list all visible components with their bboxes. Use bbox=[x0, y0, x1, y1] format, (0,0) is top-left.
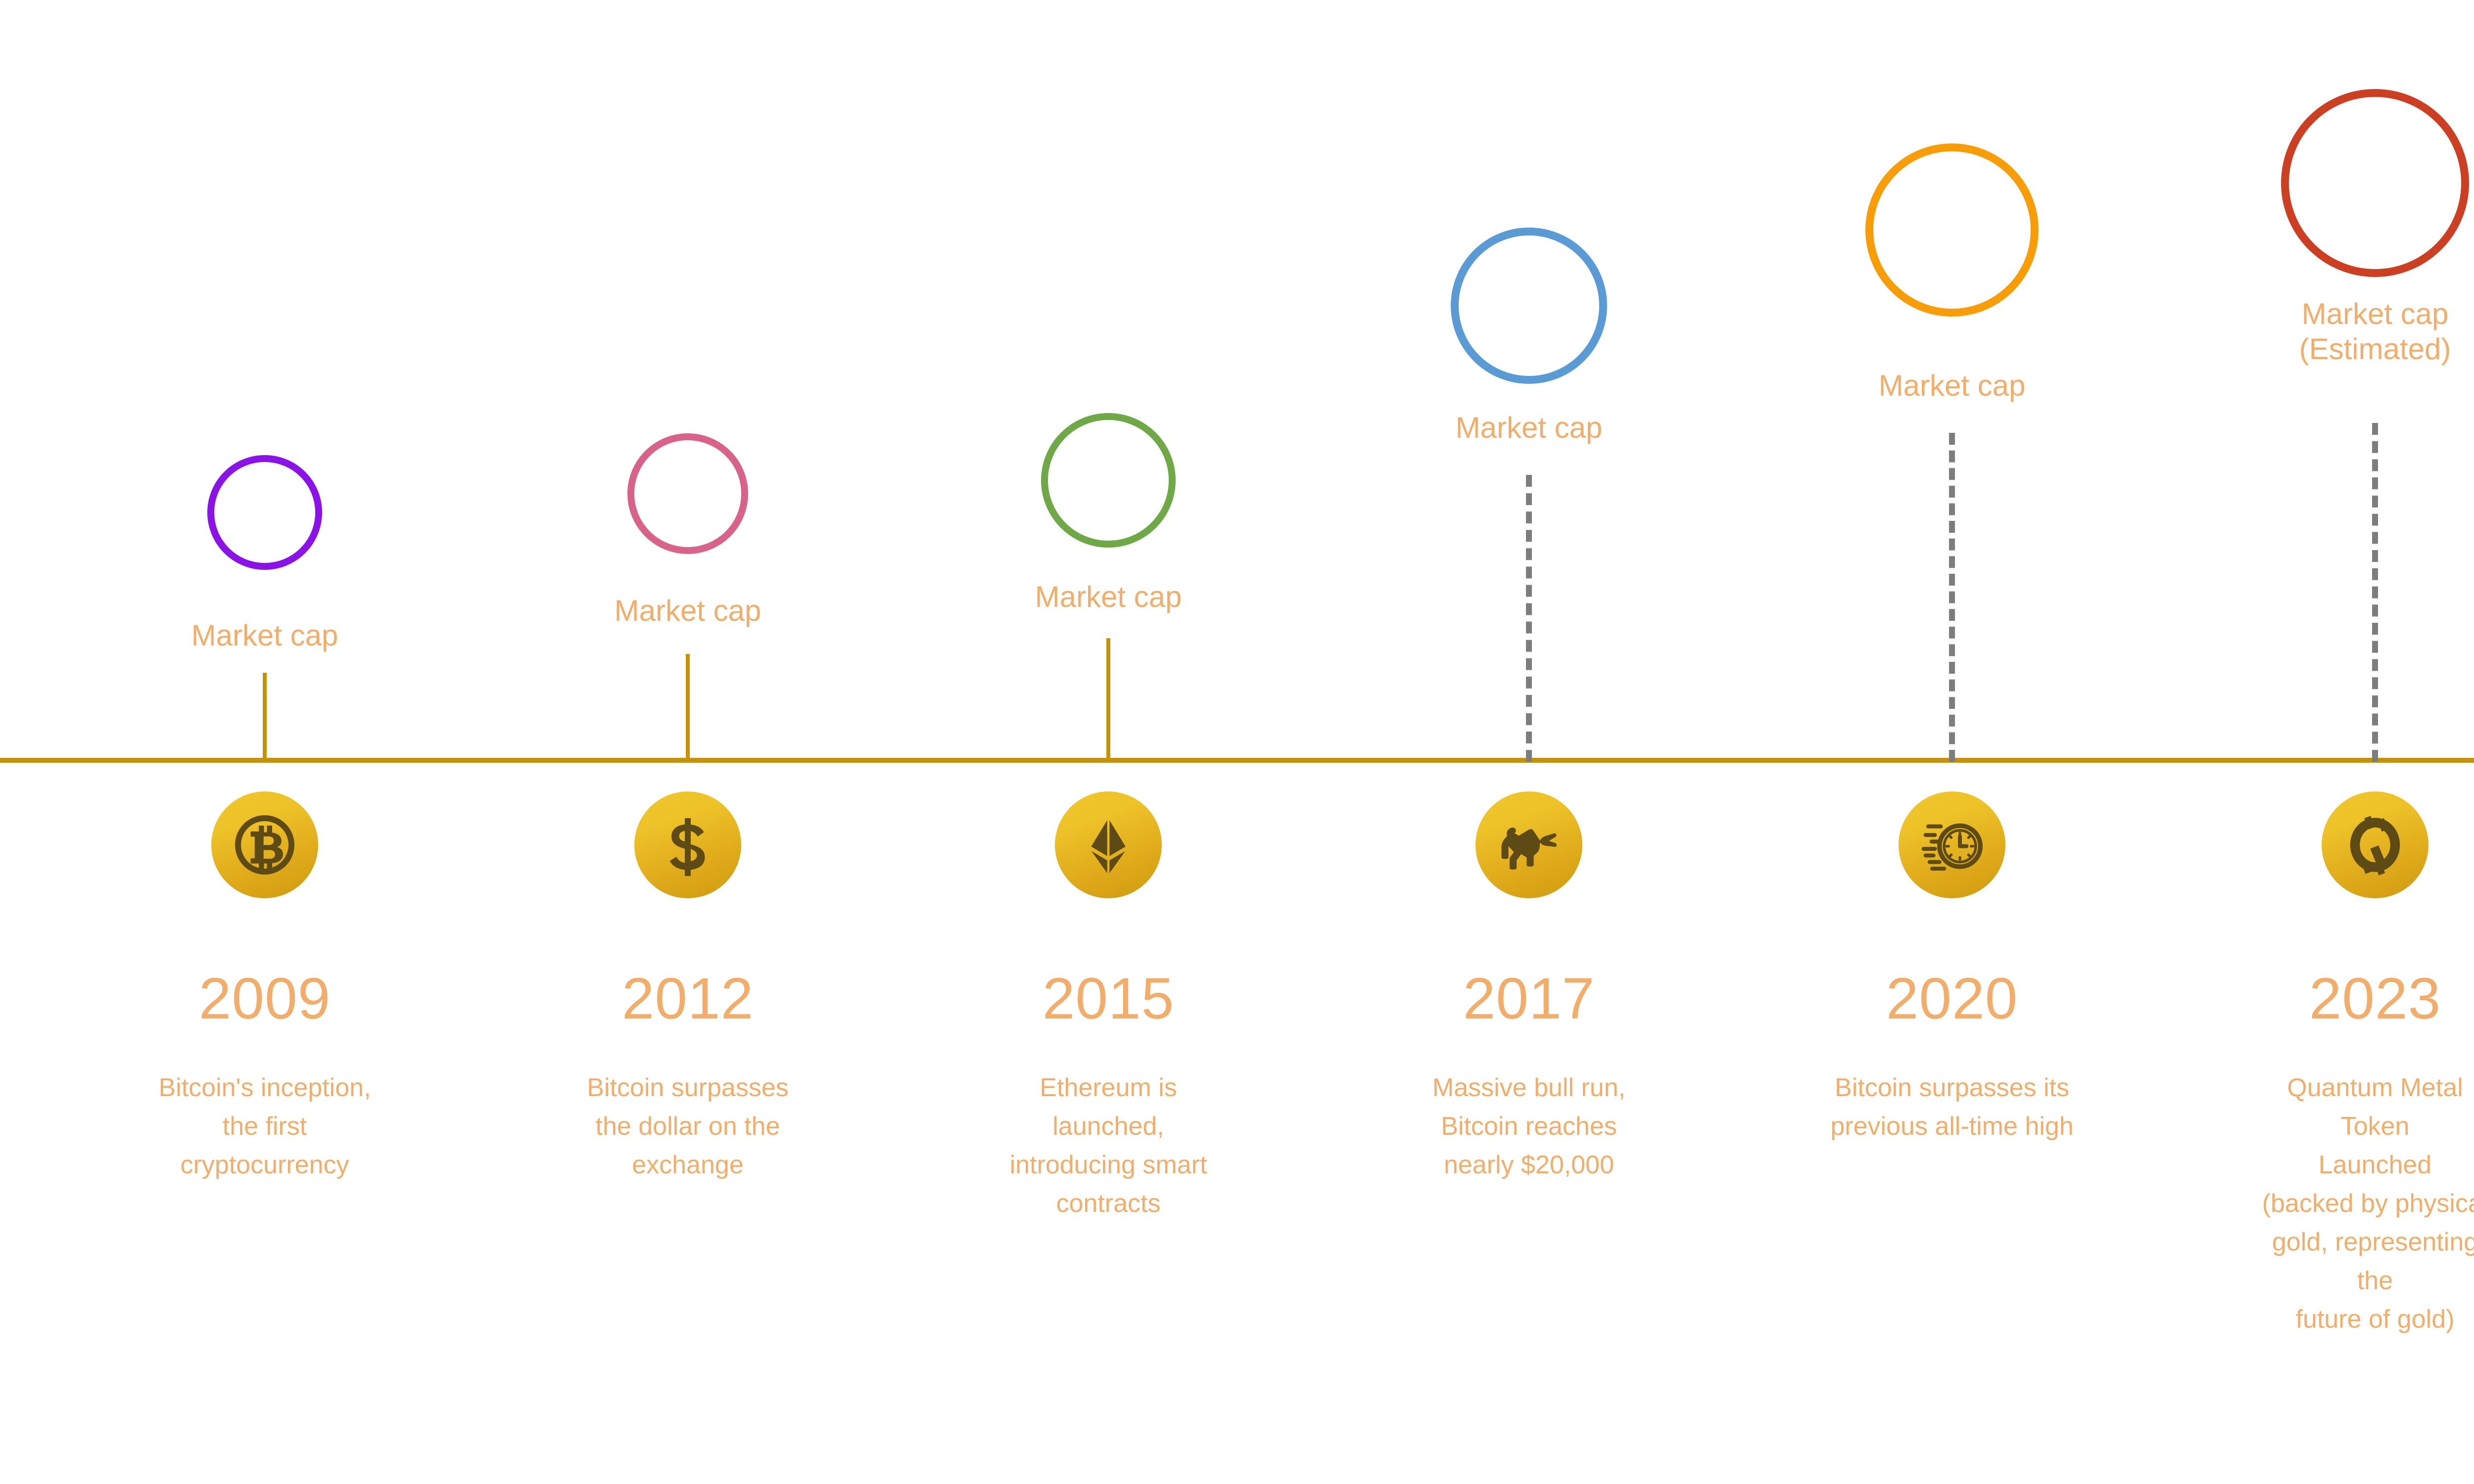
bubble-connector-stem bbox=[1526, 475, 1532, 762]
market-cap-label: Market cap bbox=[191, 619, 338, 652]
milestone-year: 2023 bbox=[2309, 966, 2441, 1031]
milestone-description: Bitcoin surpasses the dollar on the exch… bbox=[587, 1073, 789, 1179]
bull-coin-icon[interactable] bbox=[1475, 791, 1582, 898]
milestone-year: 2009 bbox=[198, 966, 331, 1031]
bubble-connector-stem bbox=[1949, 433, 1955, 762]
bubble-connector-stem bbox=[1106, 638, 1110, 762]
milestone-year: 2020 bbox=[1886, 966, 2018, 1031]
market-cap-label: Market cap (Estimated) bbox=[2299, 297, 2451, 366]
ethereum-coin-icon[interactable] bbox=[1055, 791, 1162, 898]
milestone-description: Massive bull run, Bitcoin reaches nearly… bbox=[1432, 1073, 1626, 1179]
bubble-connector-stem bbox=[2372, 423, 2378, 762]
market-cap-label: Market cap bbox=[1035, 580, 1182, 613]
milestone-year: 2017 bbox=[1463, 966, 1595, 1031]
clock-coin-icon[interactable] bbox=[1899, 791, 2005, 898]
market-cap-bubble bbox=[1041, 413, 1176, 548]
milestone-year: 2012 bbox=[621, 966, 754, 1031]
market-cap-label: Market cap bbox=[614, 594, 761, 627]
bitcoin-coin-icon[interactable] bbox=[211, 791, 318, 898]
milestone-description: Ethereum is launched, introducing smart … bbox=[1009, 1073, 1207, 1218]
dollar-coin-icon[interactable] bbox=[634, 791, 741, 898]
market-cap-label: Market cap bbox=[1455, 411, 1603, 444]
market-cap-bubble bbox=[627, 433, 748, 554]
market-cap-label: Market cap bbox=[1878, 369, 2026, 402]
milestone-description: Quantum Metal Token Launched (backed by … bbox=[2262, 1073, 2474, 1334]
market-cap-bubble bbox=[207, 455, 322, 570]
bubble-connector-stem bbox=[686, 654, 690, 762]
milestone-description: Bitcoin surpasses its previous all-time … bbox=[1830, 1073, 2074, 1141]
milestone-description: Bitcoin's inception, the first cryptocur… bbox=[158, 1073, 371, 1179]
market-cap-bubble bbox=[2281, 89, 2469, 277]
timeline-axis bbox=[0, 758, 2474, 763]
milestone-year: 2015 bbox=[1042, 966, 1175, 1031]
quantum-coin-icon[interactable] bbox=[2322, 791, 2428, 898]
bubble-connector-stem bbox=[263, 673, 267, 762]
market-cap-bubble bbox=[1451, 228, 1607, 384]
market-cap-bubble bbox=[1865, 143, 2039, 317]
